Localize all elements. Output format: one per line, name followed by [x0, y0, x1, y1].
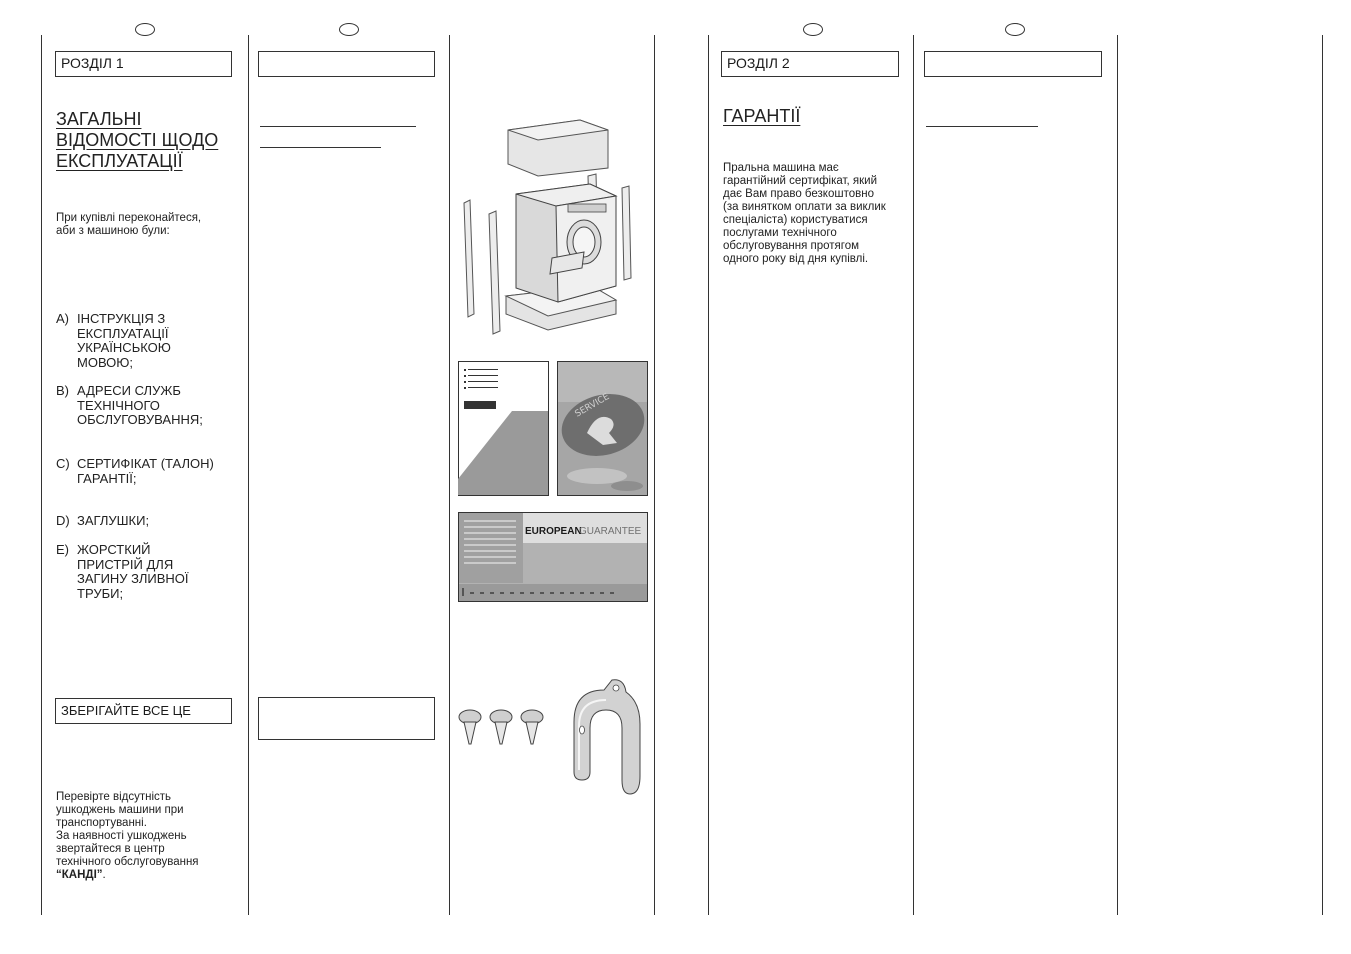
guarantee-bold-text: EUROPEAN	[525, 526, 582, 537]
empty-label-box	[258, 697, 435, 740]
intro-text: При купівлі переконайтеся, аби з машиною…	[56, 212, 202, 237]
title-placeholder-rule	[926, 126, 1038, 127]
section-label: РОЗДІЛ 2	[721, 51, 899, 77]
language-marker	[1005, 23, 1025, 36]
list-item: C) СЕРТИФІКАТ (ТАЛОН) ГАРАНТІЇ;	[56, 456, 246, 487]
column-divider	[1117, 35, 1118, 915]
title-placeholder-rule	[260, 126, 416, 127]
guarantee-text: Пральна машина має гарантійний сертифіка…	[723, 162, 886, 265]
plugs-illustration	[458, 709, 544, 745]
guarantee-card-illustration: EUROPEAN GUARANTEE	[458, 512, 648, 602]
item-letter: B)	[56, 383, 69, 398]
brand-name: “КАНДІ”	[56, 869, 103, 881]
column-divider	[449, 35, 450, 915]
check-text-body: Перевірте відсутність ушкоджень машини п…	[56, 791, 199, 868]
column-divider	[708, 35, 709, 915]
column-divider	[41, 35, 42, 915]
column-divider	[654, 35, 655, 915]
item-text: СЕРТИФІКАТ (ТАЛОН) ГАРАНТІЇ;	[77, 456, 214, 486]
drain-hose-bracket-illustration	[573, 679, 641, 795]
title-placeholder-rule	[260, 147, 381, 148]
brand-period: .	[102, 869, 106, 881]
instruction-manual-illustration	[458, 361, 549, 496]
item-letter: A)	[56, 311, 69, 326]
item-text: ЖОРСТКИЙ ПРИСТРІЙ ДЛЯ ЗАГИНУ ЗЛИВНОЇ ТРУ…	[77, 542, 189, 601]
empty-label-box	[924, 51, 1102, 77]
keep-label: ЗБЕРІГАЙТЕ ВСЕ ЦЕ	[55, 698, 232, 724]
column-divider	[1322, 35, 1323, 915]
item-text: ІНСТРУКЦІЯ З ЕКСПЛУАТАЦІЇ УКРАЇНСЬКОЮ МО…	[77, 311, 171, 370]
section-label: РОЗДІЛ 1	[55, 51, 232, 77]
page-title: ЗАГАЛЬНІ ВІДОМОСТІ ЩОДО ЕКСПЛУАТАЦІЇ	[56, 109, 219, 171]
service-booklet-illustration: SERVICE	[557, 361, 648, 496]
list-item: A) ІНСТРУКЦІЯ З ЕКСПЛУАТАЦІЇ УКРАЇНСЬКОЮ…	[56, 311, 246, 372]
language-marker	[339, 23, 359, 36]
guarantee-light-text: GUARANTEE	[579, 526, 642, 537]
empty-label-box	[258, 51, 435, 77]
page-title: ГАРАНТІЇ	[723, 106, 801, 126]
language-marker	[135, 23, 155, 36]
list-item: E) ЖОРСТКИЙ ПРИСТРІЙ ДЛЯ ЗАГИНУ ЗЛИВНОЇ …	[56, 542, 246, 603]
list-item: B) АДРЕСИ СЛУЖБ ТЕХНІЧНОГО ОБСЛУГОВУВАНН…	[56, 383, 246, 429]
item-text: ЗАГЛУШКИ;	[77, 513, 150, 528]
item-letter: D)	[56, 513, 70, 528]
column-divider	[248, 35, 249, 915]
washing-machine-illustration	[463, 119, 632, 335]
item-letter: E)	[56, 542, 69, 557]
language-marker	[803, 23, 823, 36]
column-divider	[913, 35, 914, 915]
item-letter: C)	[56, 456, 70, 471]
list-item: D) ЗАГЛУШКИ;	[56, 513, 246, 530]
check-text: Перевірте відсутність ушкоджень машини п…	[56, 791, 244, 882]
item-text: АДРЕСИ СЛУЖБ ТЕХНІЧНОГО ОБСЛУГОВУВАННЯ;	[77, 383, 203, 427]
